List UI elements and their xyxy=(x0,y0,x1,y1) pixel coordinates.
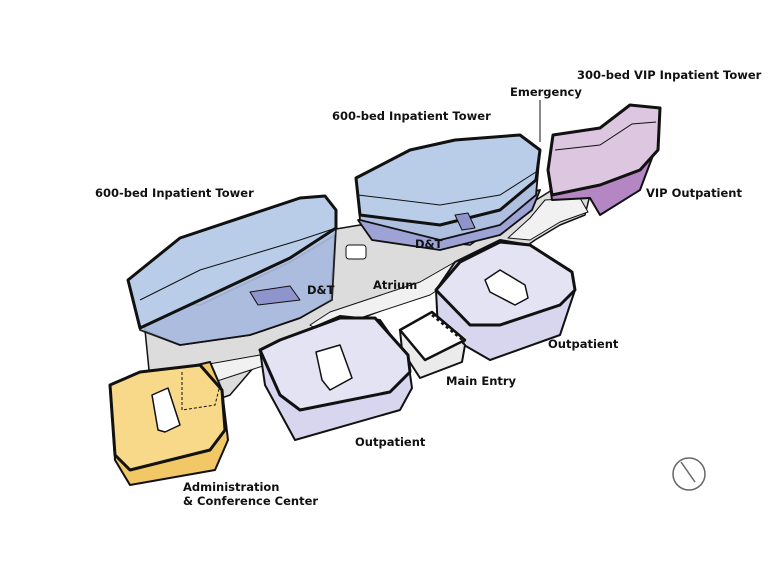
label-administration-line2: & Conference Center xyxy=(183,494,318,508)
label-atrium: Atrium xyxy=(373,278,417,292)
label-dt-left: D&T xyxy=(307,283,335,297)
label-administration-line1: Administration xyxy=(183,480,280,494)
label-emergency: Emergency xyxy=(510,85,582,99)
inpatient-tower-middle xyxy=(354,133,542,251)
label-tower-left: 600-bed Inpatient Tower xyxy=(95,186,254,200)
outpatient-right xyxy=(434,239,577,361)
label-dt-middle: D&T xyxy=(415,237,443,251)
main-entry-block xyxy=(398,310,467,379)
label-outpatient-center: Outpatient xyxy=(355,435,426,449)
label-main-entry: Main Entry xyxy=(446,374,517,388)
north-arrow-icon xyxy=(672,457,706,491)
label-outpatient-right: Outpatient xyxy=(548,337,619,351)
vip-tower xyxy=(546,103,662,216)
label-vip-outpatient: VIP Outpatient xyxy=(646,186,742,200)
label-tower-middle: 600-bed Inpatient Tower xyxy=(332,109,491,123)
outpatient-center xyxy=(258,315,413,441)
skylight-void xyxy=(345,244,367,260)
inpatient-tower-left xyxy=(126,194,338,346)
label-vip-tower: 300-bed VIP Inpatient Tower xyxy=(577,68,762,82)
administration-block xyxy=(108,361,229,486)
